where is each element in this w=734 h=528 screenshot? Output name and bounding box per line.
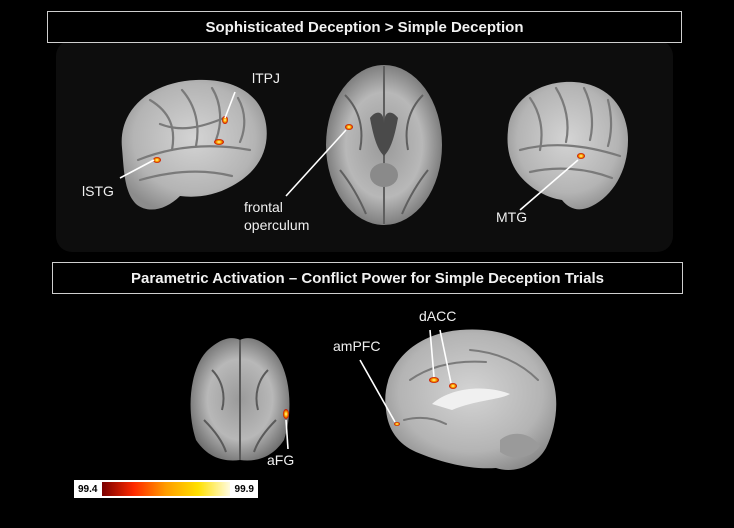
activation-dacc-right <box>449 383 457 389</box>
activation-frontal-operculum <box>345 124 353 130</box>
label-ampfc: amPFC <box>333 338 381 354</box>
activation-afg <box>283 409 289 419</box>
label-ltpj: lTPJ <box>252 70 280 86</box>
activation-ltpj-upper <box>222 116 228 124</box>
activation-mtg <box>577 153 585 159</box>
activation-ltpj-lower <box>214 139 224 145</box>
bottom-section-title-text: Parametric Activation – Conflict Power f… <box>131 269 604 287</box>
bottom-section-title: Parametric Activation – Conflict Power f… <box>52 262 683 294</box>
sagittal-brain <box>385 329 557 470</box>
label-frontal: frontal <box>244 199 283 215</box>
axial-brain-slice <box>326 65 442 225</box>
left-lateral-brain <box>121 79 267 210</box>
label-mtg: MTG <box>496 209 528 225</box>
label-dacc: dACC <box>419 308 457 324</box>
activation-dacc-left <box>429 377 439 383</box>
label-operculum: operculum <box>244 217 310 233</box>
label-afg: aFG <box>267 452 295 468</box>
activation-ampfc <box>394 422 400 426</box>
colorbar-min: 99.4 <box>78 483 98 495</box>
colorbar-max: 99.9 <box>234 483 254 495</box>
activation-lstg <box>153 157 161 163</box>
right-lateral-brain <box>507 81 628 210</box>
top-section-title-text: Sophisticated Deception > Simple Decepti… <box>205 18 524 36</box>
pointer-lines <box>119 91 579 450</box>
coronal-brain-slice <box>190 338 290 461</box>
top-section-title: Sophisticated Deception > Simple Decepti… <box>47 11 682 43</box>
colorbar-gradient <box>102 482 230 496</box>
label-lstg: lSTG <box>82 183 114 199</box>
colorbar: 99.4 99.9 <box>74 480 258 498</box>
